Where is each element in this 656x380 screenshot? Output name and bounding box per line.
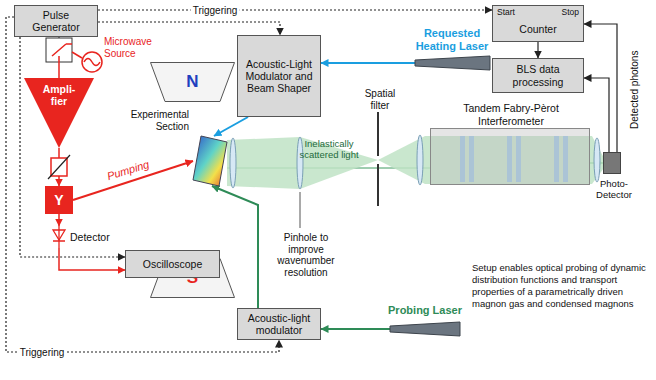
node-text: Pulse Generator	[18, 9, 94, 33]
annotation-label: Setup enables optical probing of dynamic…	[472, 262, 652, 310]
scattered-beam	[378, 136, 425, 184]
connector	[537, 42, 538, 58]
node-text: Experimental Section	[109, 109, 189, 132]
amplifier-symbol: Ampli- fier	[24, 78, 94, 148]
interferometer-box: Tandem Fabry-Pèrot Interferometer	[430, 128, 590, 185]
node-text: Counter	[493, 6, 583, 38]
laser-symbol-shape	[415, 56, 490, 70]
connector	[58, 214, 60, 226]
annotation-label: Microwave Source	[104, 36, 166, 59]
counter-box: Start StopCounter	[492, 5, 584, 42]
edge-label: Triggering	[18, 347, 67, 358]
pulse-generator-box: Pulse Generator	[14, 5, 98, 37]
sine-symbol	[84, 59, 100, 66]
magnet-pole: N	[150, 62, 235, 102]
sample-film-shape	[193, 136, 227, 186]
connector	[98, 9, 492, 10]
connector	[98, 22, 280, 35]
attenuator-arrow	[48, 155, 70, 179]
circulator-box: Y	[45, 186, 73, 214]
node-text: Start	[497, 8, 515, 18]
connector	[20, 37, 125, 257]
annotation-label: Inelastically scattered light	[290, 139, 368, 161]
edge-label: Pumping	[104, 157, 153, 182]
switch-box	[46, 38, 72, 62]
spatial-filter	[377, 112, 379, 206]
edge-label: Triggering	[191, 5, 240, 16]
sample-film: Experimental Section	[193, 136, 227, 186]
node-text: Acoustic-light modulator	[241, 312, 317, 336]
microwave-source-symbol	[82, 52, 102, 72]
node-text: Stop	[562, 8, 580, 18]
photodetector-box: Photo- Detector	[603, 152, 621, 174]
rf-line	[72, 52, 82, 58]
connector	[59, 248, 125, 270]
switch-lever	[52, 44, 72, 62]
node-text: Oscilloscope	[143, 258, 203, 270]
laser-symbol-shape	[390, 322, 460, 336]
node-text: Y	[54, 192, 63, 208]
processing-box: BLS data processing	[492, 58, 584, 93]
modulator-box: Acoustic-Light Modulator and Beam Shaper	[237, 35, 321, 117]
node-text: Requested Heating Laser	[411, 27, 493, 52]
node-text: Photo- Detector	[590, 179, 638, 201]
scattered-beam	[227, 137, 378, 189]
lens	[417, 135, 423, 185]
detector-diode: Detector	[52, 226, 127, 248]
leader-line	[300, 192, 301, 228]
lens	[297, 137, 303, 189]
annotation-label: Pinhole to improve wavenumber resolution	[266, 232, 346, 278]
lens	[594, 138, 600, 182]
node-text: Tandem Fabry-Pèrot Interferometer	[431, 102, 591, 127]
node-text: Detector	[52, 226, 127, 248]
annotation-label: Spatial filter	[358, 88, 402, 111]
laser-symbol: Probing Laser	[390, 322, 460, 336]
laser-symbol: Requested Heating Laser	[415, 56, 490, 70]
node-text: Acoustic-Light Modulator and Beam Shaper	[241, 58, 317, 94]
connector	[321, 62, 415, 64]
node-text: Ampli- fier	[39, 83, 79, 107]
annotation-label: Detected photons	[629, 45, 641, 135]
connector	[214, 117, 248, 136]
modulator-box: Acoustic-light modulator	[237, 308, 321, 340]
connector	[321, 328, 390, 330]
lens	[230, 138, 236, 188]
node-text: N	[186, 72, 198, 92]
node-text: BLS data processing	[496, 63, 580, 87]
oscilloscope-box: Oscilloscope	[125, 250, 220, 278]
node-text: Probing Laser	[380, 304, 470, 317]
rf-line	[58, 62, 60, 78]
